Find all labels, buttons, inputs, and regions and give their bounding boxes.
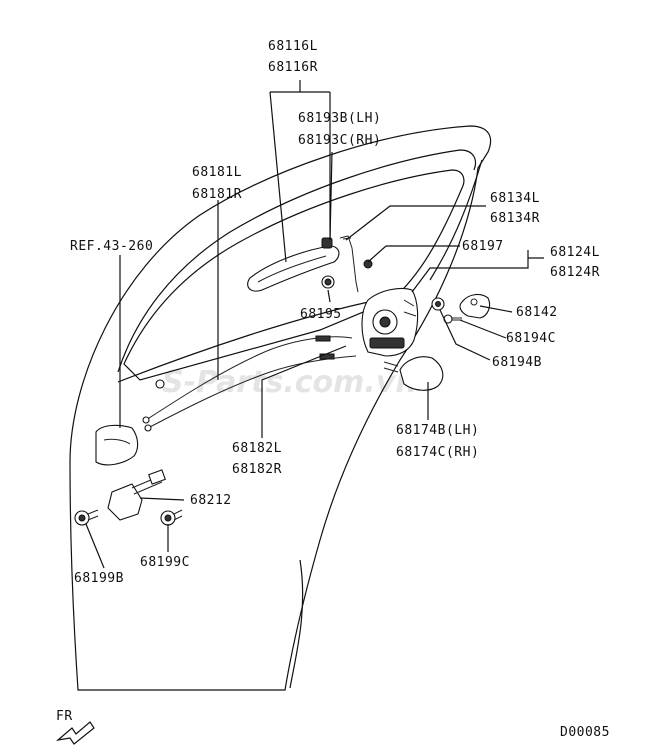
door-outline [69,125,492,691]
label-68199c: 68199C [140,555,190,570]
label-68194c: 68194C [506,331,556,346]
label-68195: 68195 [300,307,342,322]
label-68193-b: 68193B(LH) [298,111,381,126]
diagram-code: D00085 [560,725,610,740]
label-68116-r: 68116R [268,60,318,75]
label-68124-r: 68124R [550,265,600,280]
leader-lines [55,80,544,745]
label-68182-r: 68182R [232,462,282,477]
label-68124-l: 68124L [550,245,600,260]
cables-part [142,335,357,432]
rod-part [339,235,373,293]
striker-part [459,293,491,319]
label-68174-b: 68174B(LH) [396,423,479,438]
label-68134-l: 68134L [490,191,540,206]
label-68182-l: 68182L [232,441,282,456]
label-68193-c: 68193C(RH) [298,133,381,148]
label-ref-43-260: REF.43-260 [70,239,153,254]
lock-actuator-part [383,356,444,391]
label-68212: 68212 [190,493,232,508]
label-68197: 68197 [462,239,504,254]
label-68199b: 68199B [74,571,124,586]
outside-handle-part [247,237,340,292]
label-fr: FR [56,709,73,724]
bolts-part [74,509,183,526]
label-68174-c: 68174C(RH) [396,445,479,460]
label-68194b: 68194B [492,355,542,370]
inside-handle-part [95,424,139,466]
label-68181-r: 68181R [192,187,242,202]
label-68181-l: 68181L [192,165,242,180]
label-68134-r: 68134R [490,211,540,226]
screws-part [431,297,462,324]
label-68116-l: 68116L [268,39,318,54]
watermark: S-Parts.com.vn [162,365,417,400]
door-check-part [107,469,166,521]
label-68142: 68142 [516,305,558,320]
latch-assembly-part [361,287,419,357]
